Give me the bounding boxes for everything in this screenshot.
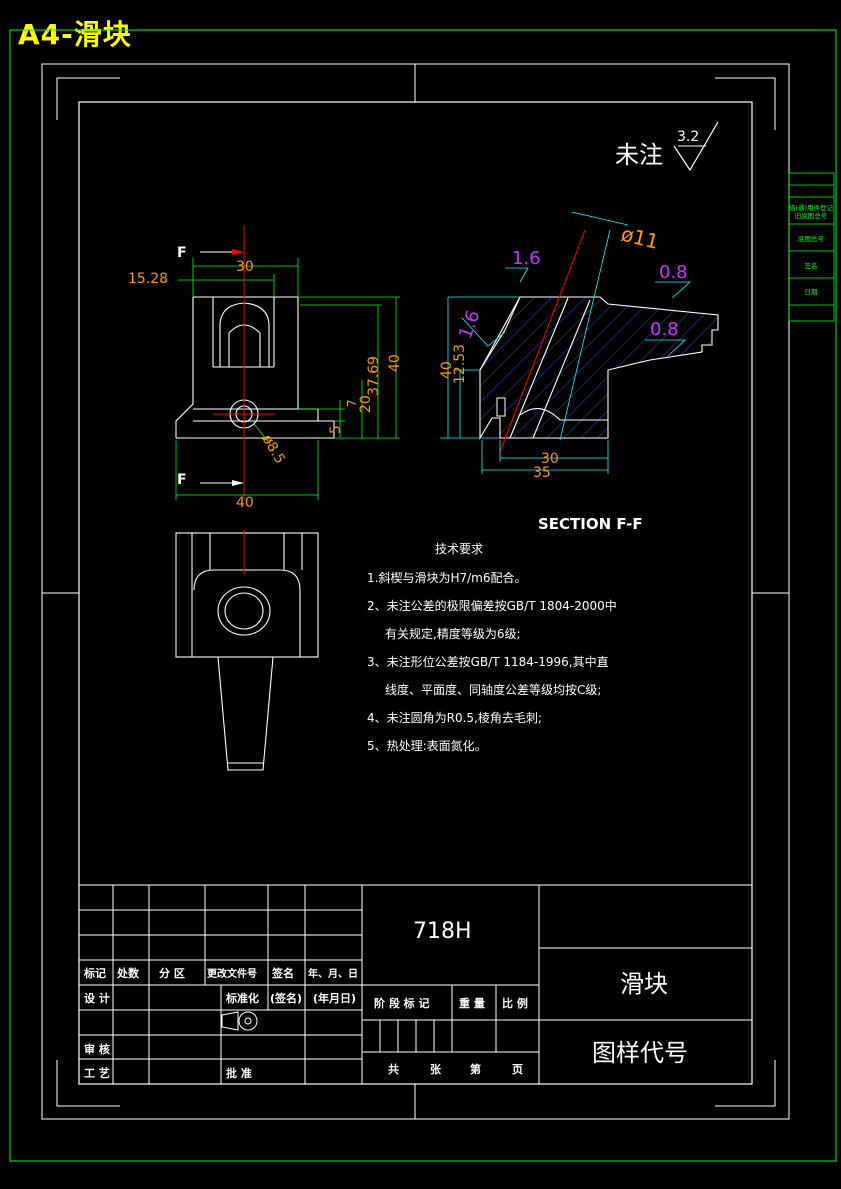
rev-header-2: 处数 — [116, 966, 140, 980]
weight-header: 重 量 — [459, 996, 485, 1010]
front-view — [175, 296, 335, 439]
dim-40-bottom: 40 — [236, 495, 254, 511]
section-arrows — [200, 249, 244, 486]
sheet-unit-label: 张 — [430, 1062, 442, 1076]
drawing-number: 图样代号 — [592, 1039, 688, 1067]
dim-dia-8-5: ø8.5 — [259, 432, 288, 467]
front-view-centerlines — [213, 225, 275, 500]
row-date: (年月日) — [313, 991, 356, 1005]
dim-7: 7 — [345, 399, 359, 407]
page-label: 页 — [512, 1063, 523, 1076]
rev-header-3: 分 区 — [159, 966, 185, 980]
row-process: 工 艺 — [84, 1066, 110, 1080]
stage-header: 阶 段 标 记 — [374, 996, 430, 1010]
front-view-dimensions — [175, 258, 400, 500]
outer-frame — [9, 29, 837, 1162]
sheet-tag: A4-滑块 — [18, 18, 132, 51]
dim-20: 20 — [358, 395, 374, 413]
dim-5: 5 — [328, 425, 344, 434]
section-view — [479, 296, 719, 440]
section-dimensions — [440, 211, 692, 474]
section-dim-12-53: 12.53 — [452, 344, 468, 384]
top-view — [175, 532, 319, 771]
roughness-1-6-top: 1.6 — [512, 248, 541, 269]
section-mark-top: F — [177, 245, 187, 261]
side-strip-5: 日期 — [805, 288, 819, 296]
surface-finish-label: 未注 — [615, 141, 663, 169]
row-standard: 标准化 — [225, 991, 259, 1005]
dim-phi-11: ø11 — [619, 222, 661, 254]
tech-line-2: 2、未注公差的极限偏差按GB/T 1804-2000中 — [367, 598, 617, 613]
part-name: 滑块 — [620, 970, 668, 998]
title-block — [78, 884, 753, 1085]
section-dim-40: 40 — [439, 361, 455, 379]
row-design: 设 计 — [84, 991, 110, 1005]
row-approve: 批 准 — [226, 1066, 252, 1080]
section-centerline — [499, 229, 586, 453]
section-dim-35: 35 — [533, 465, 551, 481]
roughness-0-8-mid: 0.8 — [650, 319, 679, 340]
tech-line-3: 有关规定,精度等级为6级; — [385, 626, 521, 641]
tech-heading: 技术要求 — [435, 542, 483, 556]
rev-header-5: 签名 — [271, 966, 294, 980]
surface-finish-value: 3.2 — [677, 129, 699, 145]
tech-line-4: 3、未注形位公差按GB/T 1184-1996,其中直 — [367, 654, 609, 669]
roughness-0-8-top: 0.8 — [659, 262, 688, 283]
side-strip-4: 签名 — [805, 261, 818, 270]
tech-notes: 技术要求 1.斜楔与滑块为H7/m6配合。 2、未注公差的极限偏差按GB/T 1… — [367, 542, 617, 753]
roughness-1-6-left: 1.6 — [455, 308, 485, 342]
dim-15-28: 15.28 — [128, 271, 168, 287]
side-strip — [788, 172, 835, 322]
side-strip-2: 旧底图总号 — [795, 211, 828, 220]
tech-line-7: 5、热处理:表面氮化。 — [367, 738, 487, 753]
material: 718H — [413, 919, 472, 944]
tech-line-6: 4、未注圆角为R0.5,棱角去毛刺; — [367, 710, 542, 725]
side-strip-1: 借(通)用件登记 — [789, 203, 834, 212]
sheet-no-label: 第 — [470, 1062, 481, 1076]
row-signature: (签名) — [270, 991, 302, 1005]
sheet-total-label: 共 — [388, 1062, 399, 1076]
tech-line-1: 1.斜楔与滑块为H7/m6配合。 — [367, 570, 526, 585]
section-mark-bottom: F — [177, 472, 187, 488]
rev-header-6: 年、月、日 — [308, 967, 358, 980]
section-dim-30: 30 — [541, 451, 559, 467]
row-check: 审 核 — [84, 1042, 110, 1056]
side-strip-3: 底图总号 — [798, 234, 825, 243]
dim-37-69: 37.69 — [366, 356, 382, 396]
surface-finish-note: 未注 3.2 — [615, 121, 719, 172]
title-block-logo — [221, 1011, 258, 1031]
dim-30: 30 — [236, 259, 254, 275]
rev-header-1: 标记 — [83, 966, 106, 980]
tech-line-5: 线度、平面度、同轴度公差等级均按C级; — [385, 682, 601, 697]
section-label: SECTION F-F — [538, 515, 643, 533]
rev-header-4: 更改文件号 — [207, 967, 257, 980]
dim-40-right: 40 — [387, 354, 403, 372]
scale-header: 比 例 — [502, 996, 528, 1010]
